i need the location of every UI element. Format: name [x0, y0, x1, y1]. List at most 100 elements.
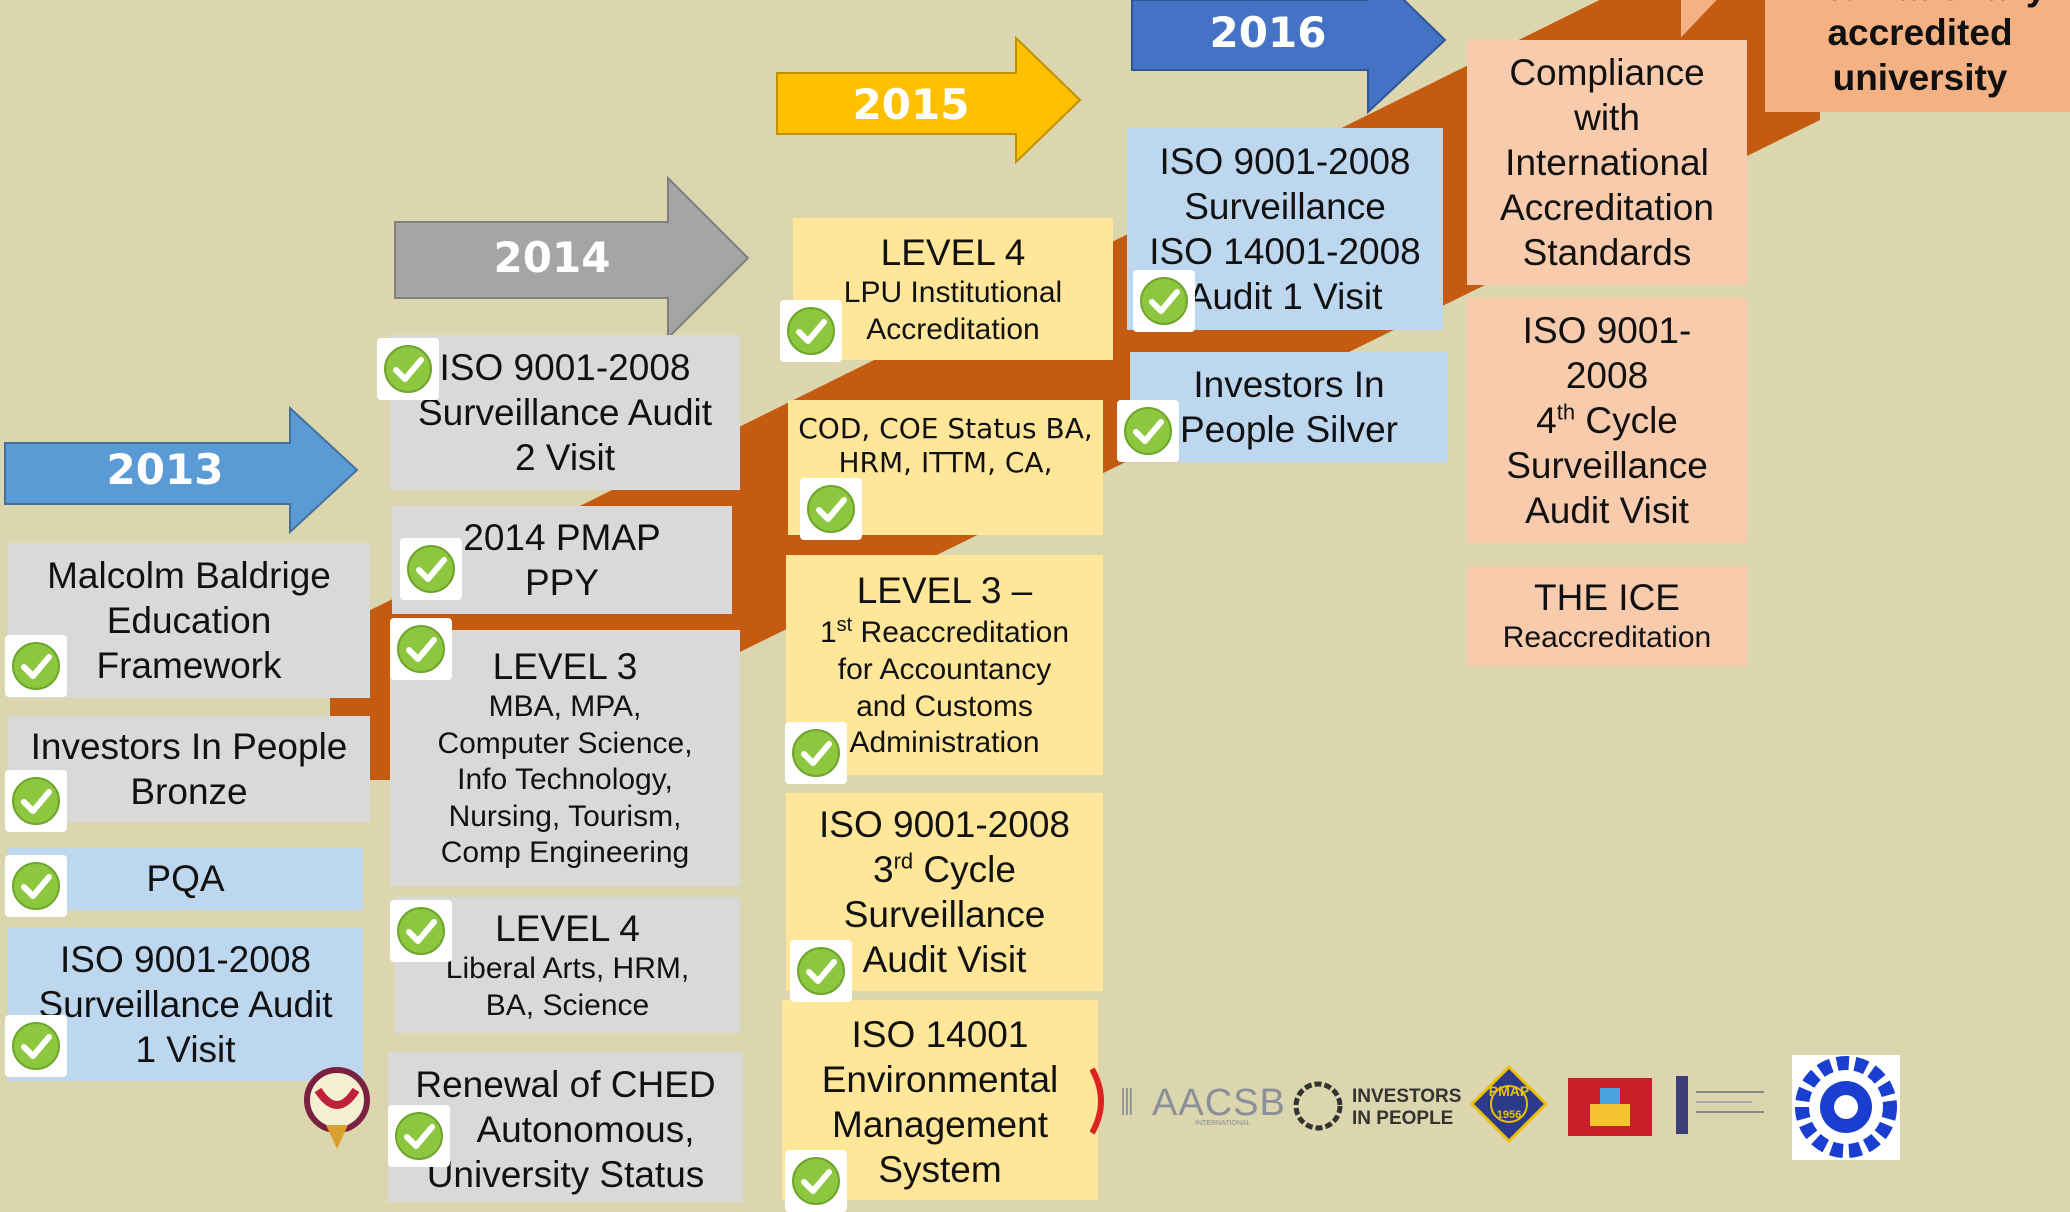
check-mark-icon	[5, 770, 67, 832]
iso-4th-line-2: Audit Visit	[1525, 490, 1689, 532]
compliance-line-3: International	[1505, 141, 1709, 183]
iso-both-line-4: Audit 1 Visit	[1187, 276, 1383, 318]
compliance-line-4: Accreditation	[1500, 187, 1714, 229]
year-2015-label: 2015	[852, 80, 970, 129]
iso-4th-cycle-text: Cycle	[1575, 399, 1678, 441]
level3-2015-sub-text: Reaccreditation	[852, 616, 1070, 650]
check-mark-icon	[400, 538, 462, 600]
compliance-line-1: Compliance	[1509, 51, 1705, 93]
ched-renewal-box: Renewal of CHED Autonomous, University S…	[388, 1052, 743, 1202]
arrow-2016	[1131, 0, 1447, 115]
aacsb-pillars-icon: ⫼	[1120, 1086, 1134, 1119]
goal-line-1: internationally	[1794, 0, 2047, 10]
level3-2014-program-1: MBA, MPA,	[488, 690, 642, 724]
iso-4th-cycle-sup: th	[1556, 399, 1576, 425]
partner-seal-logo	[1089, 1065, 1108, 1137]
ched-line-2: Autonomous,	[476, 1109, 695, 1151]
level4-2014-program-1: Liberal Arts, HRM,	[445, 951, 690, 985]
level4-2015-sub-1: LPU Institutional	[843, 275, 1063, 309]
iso14001-line-1: ISO 14001	[851, 1014, 1029, 1055]
iso-3rd-cycle-text: Cycle	[913, 848, 1016, 890]
goal-line-3: university	[1832, 56, 2008, 98]
level4-2015-sub-2: Accreditation	[866, 312, 1040, 346]
wacs-logo	[1672, 1068, 1772, 1140]
malcolm-line-1: Malcolm Baldrige	[47, 554, 331, 596]
ched-line-1: Renewal of CHED	[415, 1064, 716, 1105]
level3-2014-title: LEVEL 3	[492, 645, 638, 687]
level4-2014-box: LEVEL 4 Liberal Arts, HRM, BA, Science	[395, 897, 740, 1033]
level3-2015-sub-sup: st	[836, 614, 853, 637]
level3-2014-program-5: Comp Engineering	[440, 836, 690, 870]
iso-surv2-line-1: ISO 9001-2008	[439, 346, 691, 388]
year-2013-label: 2013	[106, 445, 224, 494]
iso14001-line-2: Environmental	[821, 1059, 1059, 1101]
pqa-box: PQA	[8, 848, 363, 910]
check-mark-icon	[790, 940, 852, 1002]
tesda-logo	[1792, 1055, 1900, 1160]
check-mark-icon	[1133, 270, 1195, 332]
malcolm-line-2: Education	[106, 599, 272, 641]
malcolm-line-3: Framework	[96, 645, 282, 687]
the-ice-title: THE ICE	[1534, 577, 1680, 619]
arrow-2015	[776, 35, 1082, 165]
iso-4th-cycle-num: 4	[1536, 399, 1557, 441]
iip-wreath-icon	[1293, 1081, 1343, 1131]
compliance-box: Compliance with International Accreditat…	[1467, 40, 1747, 285]
iso-3rd-line-2: Audit Visit	[862, 939, 1027, 981]
check-mark-icon	[388, 1105, 450, 1167]
iso-surv1-line-3: 1 Visit	[135, 1029, 236, 1071]
iso-3rd-cycle-sup: rd	[893, 848, 914, 874]
the-ice-sub: Reaccreditation	[1502, 621, 1712, 655]
check-mark-icon	[377, 338, 439, 400]
iso-surv1-line-2: Surveillance Audit	[38, 983, 333, 1025]
iso-3rd-cycle-num: 3	[873, 848, 894, 890]
level3-2015-line-1: for Accountancy	[837, 652, 1052, 686]
iip-silver-line-1: Investors In	[1193, 363, 1385, 405]
aacsb-text: AACSB	[1152, 1082, 1286, 1124]
arrow-2014	[394, 175, 750, 341]
pmap-logo: PMAP 1956	[1469, 1064, 1549, 1144]
pmap-line-1: 2014 PMAP	[463, 516, 661, 558]
iso-4th-cycle: 4th Cycle	[1536, 398, 1678, 443]
arrow-2013	[4, 405, 359, 535]
check-mark-icon	[785, 1150, 847, 1212]
iip-silver-line-2: People Silver	[1179, 409, 1398, 450]
level3-2014-program-4: Nursing, Tourism,	[448, 799, 682, 833]
level3-2014-program-3: Info Technology,	[457, 763, 673, 797]
iso14001-line-3: Management	[832, 1104, 1048, 1146]
malcolm-baldrige-box: Malcolm Baldrige Education Framework	[8, 543, 370, 698]
iso-surv2-line-2: Surveillance Audit	[417, 391, 713, 433]
level3-2014-program-2: Computer Science,	[437, 726, 693, 760]
level4-2014-title: LEVEL 4	[495, 907, 640, 949]
iso-both-line-1: ISO 9001-2008	[1159, 140, 1411, 182]
the-ice-box: THE ICE Reaccreditation	[1467, 566, 1747, 666]
check-mark-icon	[390, 618, 452, 680]
iso-3rd-title: ISO 9001-2008	[819, 803, 1070, 845]
iso-9001-14001-box: ISO 9001-2008 Surveillance ISO 14001-200…	[1127, 128, 1443, 330]
cod-line-1: COD, COE Status BA,	[798, 412, 1093, 445]
level3-2015-sub: 1st Reaccreditation	[820, 613, 1069, 652]
compliance-line-5: Standards	[1522, 232, 1692, 274]
level3-2015-line-2: and Customs	[856, 689, 1033, 723]
iso-3rd-cycle: 3rd Cycle	[873, 847, 1016, 892]
iso14001-line-4: System	[878, 1149, 1002, 1191]
check-mark-icon	[5, 1015, 67, 1077]
iip-bronze-line-2: Bronze	[130, 771, 248, 812]
check-mark-icon	[5, 635, 67, 697]
arrow-2017	[1679, 0, 1720, 43]
iip-silver-box: Investors In People Silver	[1130, 352, 1448, 462]
level4-2014-program-2: BA, Science	[485, 988, 650, 1022]
iso-surveillance-1-box: ISO 9001-2008 Surveillance Audit 1 Visit	[8, 928, 363, 1081]
level3-2015-sub-num: 1	[819, 616, 837, 650]
iip-text-2: IN PEOPLE	[1352, 1108, 1454, 1129]
pqa-label: PQA	[146, 858, 225, 900]
level3-2015-box: LEVEL 3 – 1st Reaccreditation for Accoun…	[786, 555, 1103, 775]
goal-line-2: accredited	[1827, 11, 2013, 53]
year-2014-label: 2014	[493, 233, 611, 282]
ched-line-3: University Status	[426, 1154, 705, 1196]
investors-in-people-logo: INVESTORS IN PEOPLE	[1290, 1078, 1461, 1136]
check-mark-icon	[1117, 400, 1179, 462]
check-mark-icon	[800, 478, 862, 540]
iso-both-line-2: Surveillance	[1184, 185, 1386, 227]
aacsb-logo: ⫼ AACSB INTERNATIONAL	[1120, 1082, 1285, 1132]
